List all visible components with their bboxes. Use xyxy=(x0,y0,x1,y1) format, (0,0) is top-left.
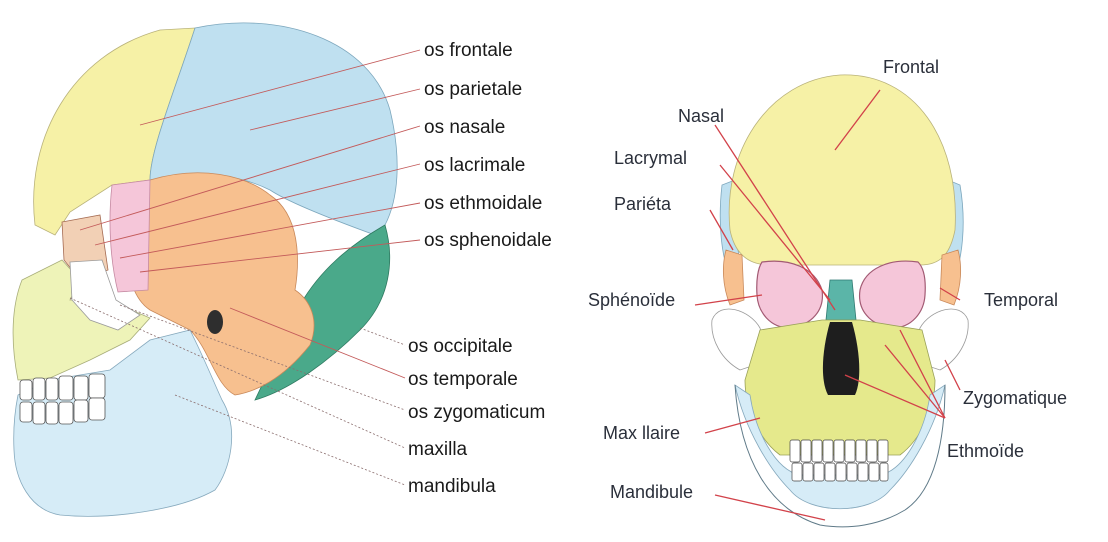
label-ethmoide: Ethmoïde xyxy=(947,441,1024,461)
label-os-lacrimale: os lacrimale xyxy=(424,155,525,176)
lateral-skull-view: os frontale os parietale os nasale os la… xyxy=(13,23,552,516)
label-lacrymal: Lacrymal xyxy=(614,148,687,168)
label-mandibule: Mandibule xyxy=(610,482,693,502)
label-os-temporale: os temporale xyxy=(408,369,518,390)
label-os-parietale: os parietale xyxy=(424,79,522,100)
frontal-frontal-bone xyxy=(729,75,955,265)
label-sphenoide: Sphénoïde xyxy=(588,290,675,310)
frontal-skull-view: Frontal Nasal Lacrymal Pariéta Sphénoïde… xyxy=(588,57,1067,527)
label-os-frontale: os frontale xyxy=(424,40,513,61)
label-os-occipitale: os occipitale xyxy=(408,336,513,357)
frontal-teeth xyxy=(790,440,888,481)
frontal-right-orbit xyxy=(860,261,926,328)
lateral-ear-canal xyxy=(207,310,223,334)
label-os-ethmoidale: os ethmoidale xyxy=(424,193,542,214)
label-maxillaire: Max llaire xyxy=(603,423,680,443)
label-os-sphenoidale: os sphenoidale xyxy=(424,230,552,251)
label-temporal: Temporal xyxy=(984,290,1058,310)
frontal-right-temporal xyxy=(940,250,961,305)
frontal-nasal-cavity xyxy=(823,322,859,395)
label-os-zygomaticum: os zygomaticum xyxy=(408,402,545,423)
label-maxilla: maxilla xyxy=(408,439,468,460)
label-os-nasale: os nasale xyxy=(424,117,505,138)
lateral-labels: os frontale os parietale os nasale os la… xyxy=(408,40,552,497)
label-frontal: Frontal xyxy=(883,57,939,77)
frontal-nasal-bone xyxy=(826,280,856,320)
label-mandibula: mandibula xyxy=(408,476,496,497)
label-parieta: Pariéta xyxy=(614,194,672,214)
frontal-left-orbit xyxy=(757,261,823,328)
frontal-left-temporal xyxy=(723,250,744,305)
label-nasal: Nasal xyxy=(678,106,724,126)
label-zygomatique: Zygomatique xyxy=(963,388,1067,408)
